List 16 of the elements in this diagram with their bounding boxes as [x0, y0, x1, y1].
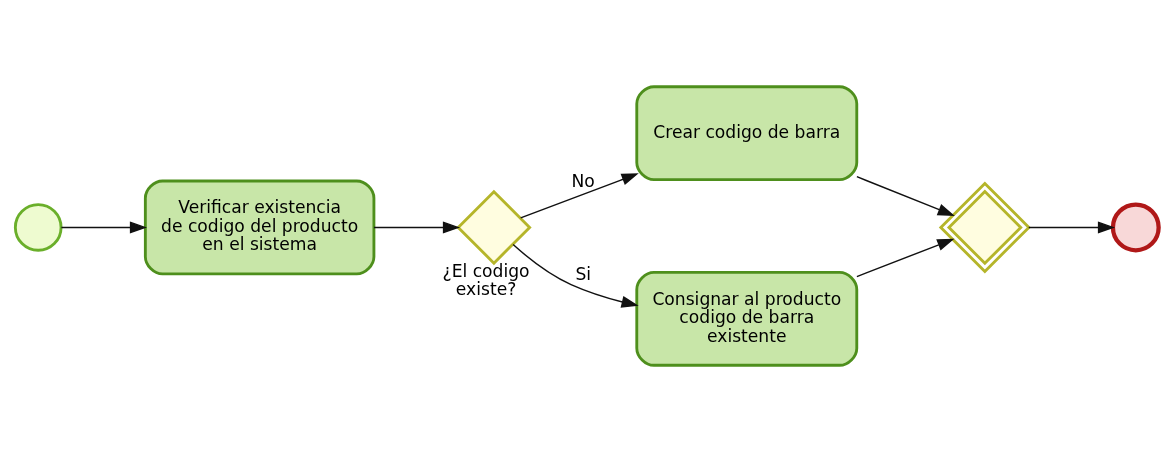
node-label: ¿El codigo existe?	[442, 260, 530, 299]
node-circle	[1110, 201, 1161, 252]
arrow	[373, 220, 461, 233]
node-box: Consignar al producto codigo de barra existente	[635, 270, 859, 367]
edge-label: No	[571, 170, 595, 191]
arrow	[856, 175, 955, 216]
arrow	[856, 238, 955, 277]
node-circle	[13, 202, 63, 252]
node-box: Crear codigo de barra	[635, 84, 859, 181]
edge-label: Si	[575, 263, 592, 284]
node-box: Verificar existencia de codigo del producto en el sistema	[143, 179, 376, 275]
arrow	[519, 172, 639, 219]
arrow	[1028, 220, 1116, 233]
arrow	[512, 243, 639, 308]
arrow	[60, 220, 148, 233]
node-diamond	[456, 189, 532, 265]
